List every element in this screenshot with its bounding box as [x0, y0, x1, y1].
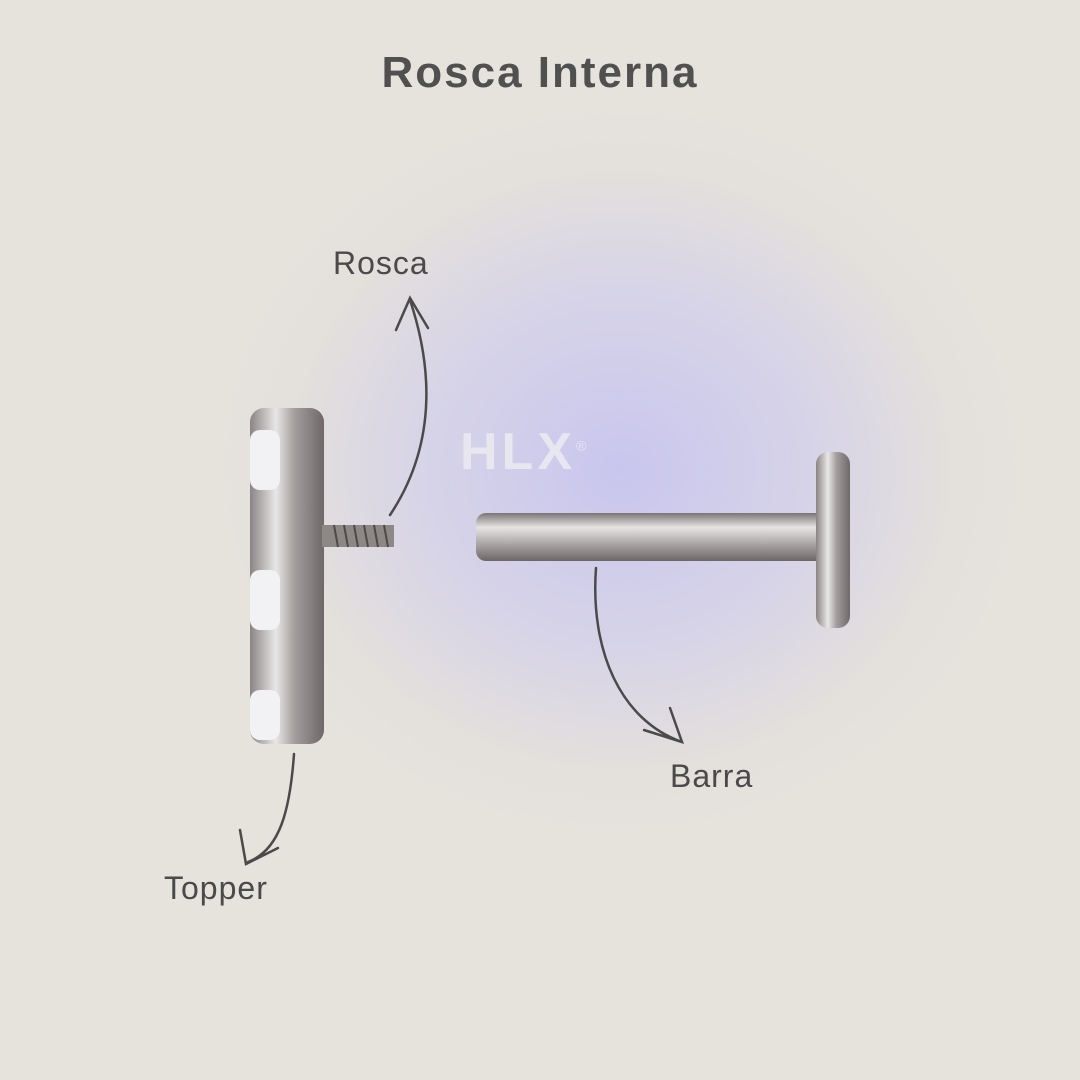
bar-image [476, 452, 850, 628]
thread-image [322, 524, 394, 548]
hlx-watermark-logo: HLX® [460, 423, 591, 481]
rosca-arrow [388, 295, 430, 517]
label-rosca: Rosca [333, 245, 429, 281]
arrows [238, 295, 685, 866]
barra-arrow [594, 566, 685, 744]
label-barra: Barra [670, 758, 754, 794]
page-title: Rosca Interna [381, 48, 699, 97]
topper-arrow [238, 752, 296, 866]
label-topper: Topper [164, 870, 268, 906]
topper-image [250, 408, 324, 744]
